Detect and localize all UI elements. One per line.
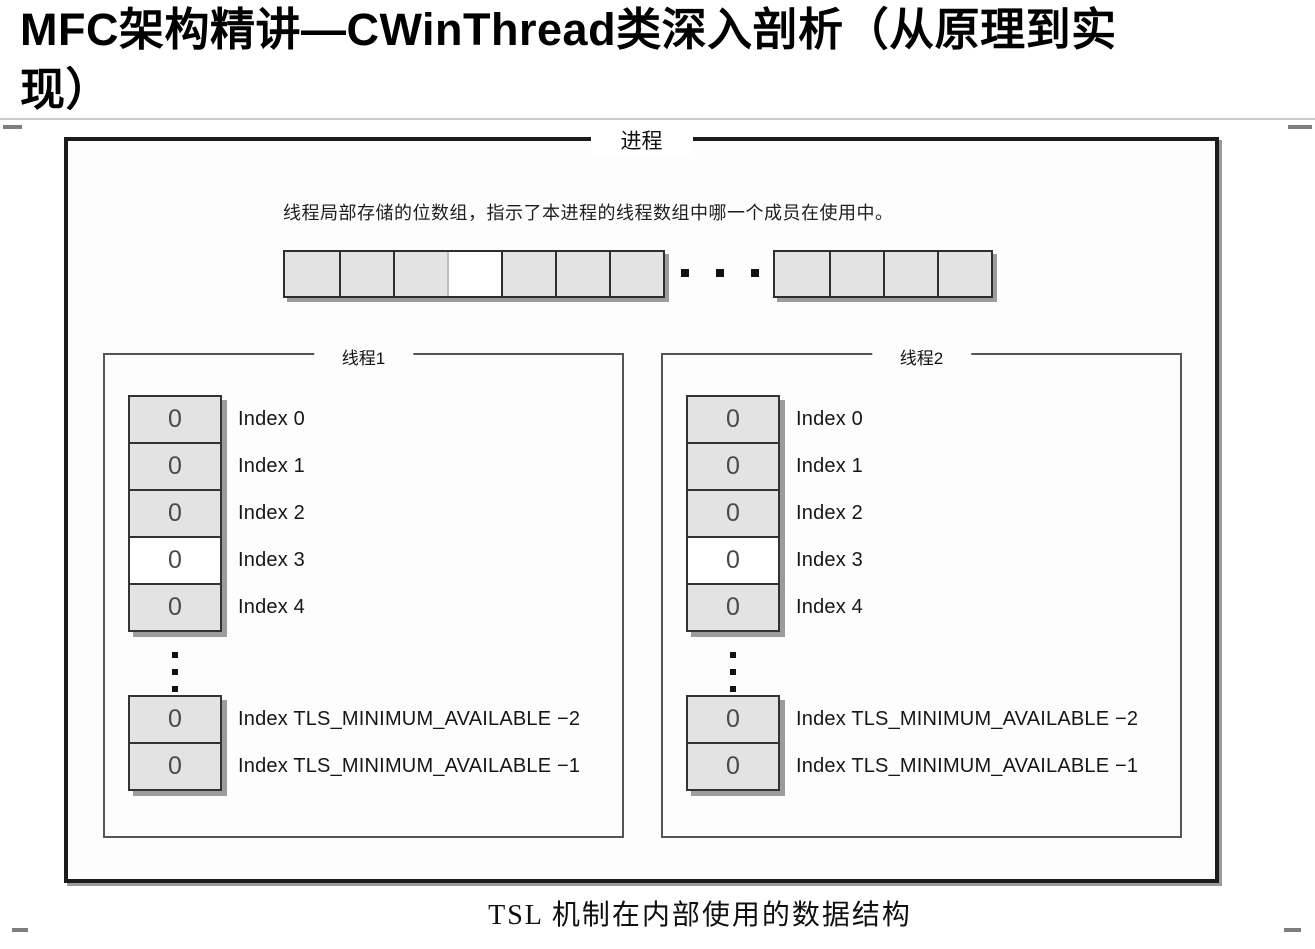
title-line-2: 现） [20, 64, 112, 115]
bit-array-description: 线程局部存储的位数组，指示了本进程的线程数组中哪一个成员在使用中。 [283, 203, 894, 223]
tls-slot-label: Index 1 [238, 455, 306, 477]
tls-process-diagram: 进程 线程局部存储的位数组，指示了本进程的线程数组中哪一个成员在使用中。 线程1… [64, 125, 1219, 883]
ellipsis-vertical [172, 652, 178, 692]
tls-slot-cell: 0 [128, 489, 222, 538]
tls-slot-row: 0 Index 4 [128, 583, 305, 632]
tls-slot-cell: 0 [686, 742, 780, 791]
bit-cell [937, 252, 991, 296]
bit-cell [447, 252, 501, 296]
tls-slot-cell: 0 [686, 695, 780, 744]
tls-slot-cell: 0 [128, 395, 222, 444]
tls-slot-label: Index 0 [796, 408, 864, 430]
tls-slot-cell: 0 [686, 442, 780, 491]
tls-slot-row: 0 Index 4 [686, 583, 863, 632]
dot [716, 269, 724, 277]
tls-slot-label: Index 3 [238, 549, 306, 571]
margin-dash-bottom-right [1284, 928, 1301, 932]
tls-slot-label: Index 4 [238, 596, 306, 618]
tls-slot-cell: 0 [686, 536, 780, 585]
bit-cell [609, 252, 663, 296]
thread-panel-2: 线程2 0 Index 0 0 Index 1 0 Index 2 0 Inde… [661, 344, 1182, 838]
margin-dash-bottom-left [12, 928, 28, 932]
bit-cell [775, 252, 829, 296]
bit-cell [555, 252, 609, 296]
tls-slot-label: Index TLS_MINIMUM_AVAILABLE −1 [796, 755, 1139, 777]
tls-slot-row: 0 Index 1 [128, 442, 305, 491]
bit-cell [285, 252, 339, 296]
dot [172, 652, 178, 658]
tls-slot-label: Index 3 [796, 549, 864, 571]
tls-slot-row: 0 Index TLS_MINIMUM_AVAILABLE −1 [128, 742, 580, 791]
tls-slot-label: Index 2 [238, 502, 306, 524]
tls-slot-column: 0 Index 0 0 Index 1 0 Index 2 0 Index 3 … [686, 395, 863, 632]
tls-slot-row: 0 Index TLS_MINIMUM_AVAILABLE −2 [686, 695, 1138, 744]
ellipsis-vertical [730, 652, 736, 692]
tls-slot-row: 0 Index 3 [128, 536, 305, 585]
tls-tail-slot-column: 0 Index TLS_MINIMUM_AVAILABLE −2 0 Index… [128, 695, 580, 791]
ellipsis-horizontal [681, 269, 759, 277]
tls-slot-row: 0 Index 0 [686, 395, 863, 444]
tls-slot-label: Index TLS_MINIMUM_AVAILABLE −2 [796, 708, 1139, 730]
dot [730, 686, 736, 692]
tls-slot-cell: 0 [128, 695, 222, 744]
margin-dash-top-left [3, 125, 22, 129]
tls-tail-slot-column: 0 Index TLS_MINIMUM_AVAILABLE −2 0 Index… [686, 695, 1138, 791]
tls-slot-column: 0 Index 0 0 Index 1 0 Index 2 0 Index 3 … [128, 395, 305, 632]
tls-slot-label: Index TLS_MINIMUM_AVAILABLE −2 [238, 708, 581, 730]
margin-dash-top-right [1288, 125, 1312, 129]
tls-slot-row: 0 Index 2 [128, 489, 305, 538]
dot [172, 686, 178, 692]
bit-cell [339, 252, 393, 296]
title-line-1: MFC架构精讲—CWinThread类深入剖析（从原理到实 [20, 4, 1117, 55]
dot [172, 669, 178, 675]
thread-1-label: 线程1 [313, 344, 414, 369]
tls-slot-label: Index TLS_MINIMUM_AVAILABLE −1 [238, 755, 581, 777]
article-title: MFC架构精讲—CWinThread类深入剖析（从原理到实 现） [20, 0, 1310, 120]
figure-caption: TSL 机制在内部使用的数据结构 [488, 900, 912, 931]
tls-slot-row: 0 Index 0 [128, 395, 305, 444]
thread-2-label: 线程2 [871, 344, 972, 369]
tls-slot-row: 0 Index 1 [686, 442, 863, 491]
tls-slot-row: 0 Index 2 [686, 489, 863, 538]
tls-slot-label: Index 4 [796, 596, 864, 618]
thread-panel-1: 线程1 0 Index 0 0 Index 1 0 Index 2 0 Inde… [103, 344, 624, 838]
process-frame-label: 进程 [590, 125, 693, 155]
bit-cell [393, 252, 447, 296]
tls-slot-cell: 0 [128, 583, 222, 632]
tls-slot-label: Index 0 [238, 408, 306, 430]
bit-array-right-group [773, 250, 993, 298]
dot [751, 269, 759, 277]
tls-slot-label: Index 2 [796, 502, 864, 524]
tls-slot-cell: 0 [686, 583, 780, 632]
tls-slot-cell: 0 [128, 536, 222, 585]
tls-slot-row: 0 Index TLS_MINIMUM_AVAILABLE −1 [686, 742, 1138, 791]
tls-slot-row: 0 Index 3 [686, 536, 863, 585]
dot [730, 652, 736, 658]
dot [681, 269, 689, 277]
tls-slot-cell: 0 [686, 489, 780, 538]
bit-array-left-group [283, 250, 665, 298]
tls-slot-cell: 0 [128, 442, 222, 491]
tls-slot-row: 0 Index TLS_MINIMUM_AVAILABLE −2 [128, 695, 580, 744]
tls-slot-cell: 0 [128, 742, 222, 791]
bit-cell [829, 252, 883, 296]
tls-slot-label: Index 1 [796, 455, 864, 477]
bit-cell [883, 252, 937, 296]
tls-slot-cell: 0 [686, 395, 780, 444]
dot [730, 669, 736, 675]
bit-cell [501, 252, 555, 296]
header-separator-line [0, 118, 1315, 120]
